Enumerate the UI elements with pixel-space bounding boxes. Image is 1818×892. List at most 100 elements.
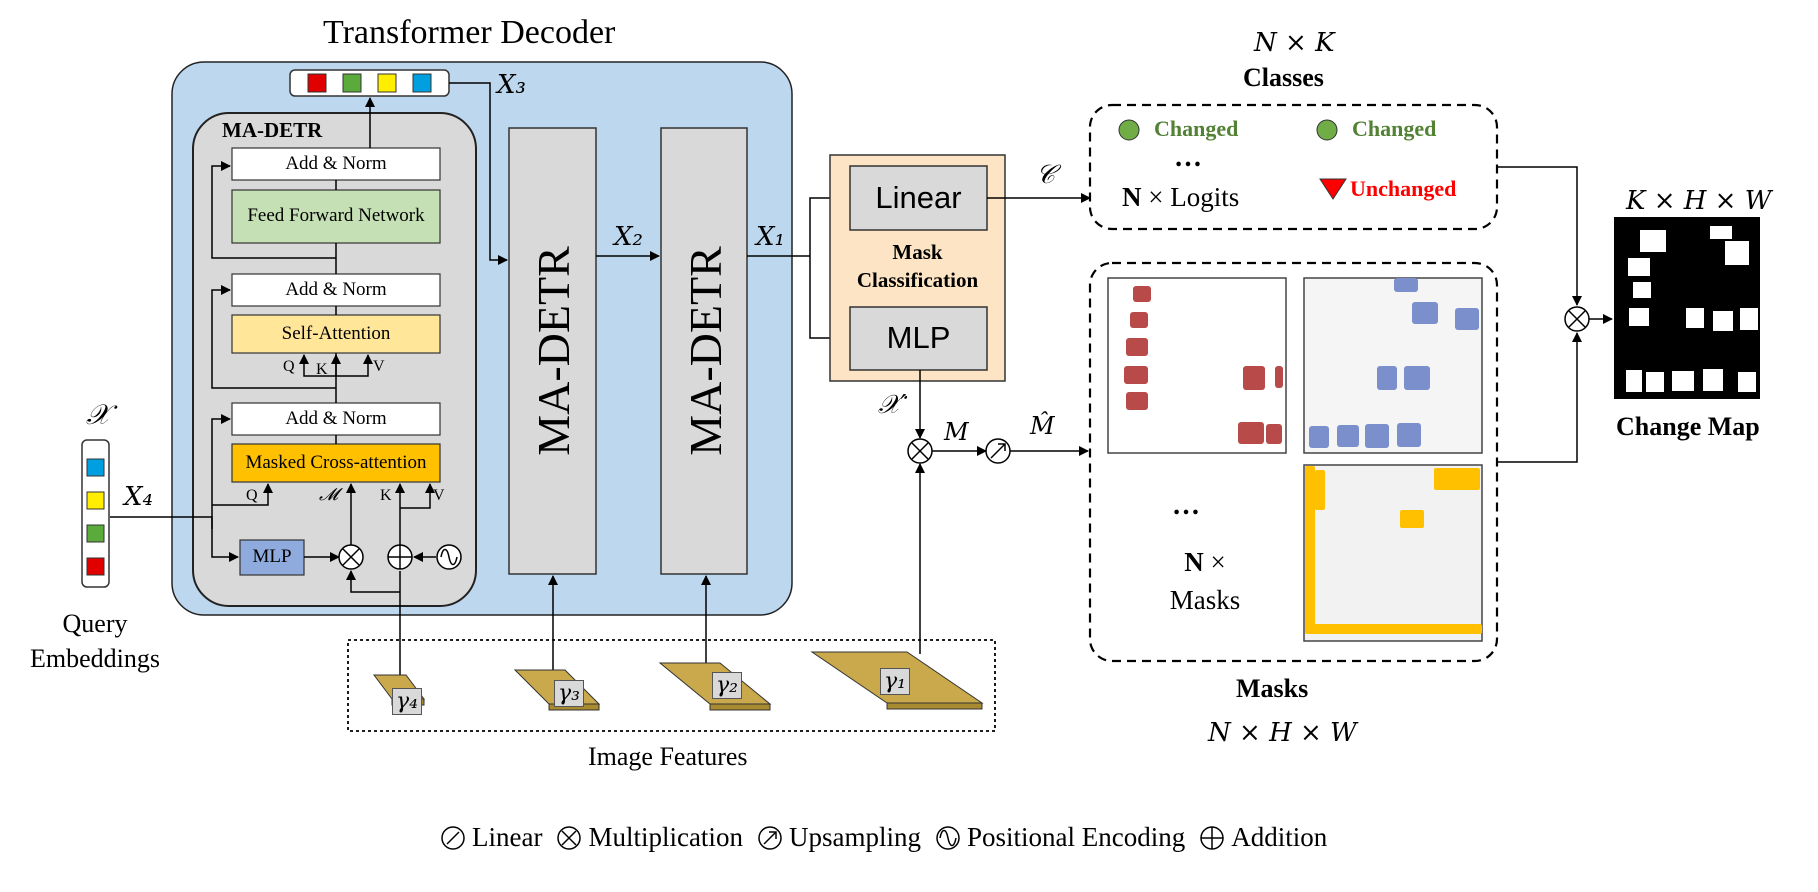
- legend-upsampling: Upsampling: [757, 822, 921, 853]
- mask-blue-shape-8: [1397, 423, 1421, 447]
- mask-blue-shape-2: [1455, 308, 1479, 330]
- change-map-block-7: [1686, 308, 1704, 328]
- mask-red-shape-5: [1243, 366, 1265, 390]
- masks-dims: N × H × W: [1208, 718, 1357, 748]
- top-token-3: [412, 73, 432, 93]
- addition-icon: [1200, 825, 1224, 850]
- top-token-0: [307, 73, 327, 93]
- change-map-block-12: [1646, 372, 1664, 392]
- top-token-1: [342, 73, 362, 93]
- mask-red-shape-8: [1266, 424, 1282, 444]
- mask-red-shape-2: [1126, 338, 1148, 356]
- mask-yellow-shape-3: [1434, 468, 1480, 490]
- madetr-inner-container: [192, 112, 477, 607]
- m-label: M: [944, 418, 969, 446]
- unchanged-icon: [1319, 178, 1347, 200]
- change-map-block-9: [1740, 308, 1758, 330]
- ffn-label: Feed Forward Network: [247, 205, 425, 227]
- mask-blue-shape-0: [1394, 278, 1418, 292]
- legend: Linear Multiplication Upsampling Positio…: [440, 822, 1520, 853]
- mask-blue-shape-5: [1309, 426, 1329, 448]
- change-map-block-5: [1633, 282, 1651, 298]
- gamma-1-label: γ₁: [880, 668, 910, 695]
- mask-red-shape-7: [1238, 422, 1264, 444]
- x-prime-label: 𝒳′: [878, 390, 907, 420]
- add-norm-top-label: Add & Norm: [285, 152, 387, 174]
- legend-linear: Linear: [440, 822, 542, 853]
- madetr-block-2: [660, 127, 748, 575]
- self-attention-label: Self-Attention: [281, 322, 391, 344]
- mask-red-shape-3: [1124, 366, 1148, 384]
- image-features-box: [347, 639, 996, 732]
- linear-label: Linear: [875, 179, 962, 215]
- mask-red-shape-0: [1133, 286, 1151, 302]
- masks-times: ×: [1210, 547, 1226, 577]
- change-map-block-2: [1725, 241, 1749, 265]
- decoder-title: Transformer Decoder: [323, 14, 616, 51]
- x2-label: X₂: [614, 222, 643, 252]
- changed-label-1: Changed: [1154, 116, 1239, 141]
- masks-count-label: N × Masks: [1140, 543, 1270, 619]
- cross-attention-label: Masked Cross-attention: [245, 451, 427, 473]
- k-upper-label: K: [316, 361, 328, 378]
- logits-text: × Logits: [1148, 182, 1240, 212]
- change-map-label: Change Map: [1616, 412, 1760, 441]
- classes-dims: N × K: [1254, 28, 1335, 58]
- legend-positional-encoding-label: Positional Encoding: [966, 822, 1186, 852]
- changed-icon-2: [1316, 119, 1338, 141]
- positional-encoding-icon: [936, 825, 960, 850]
- c-label: 𝒞: [1036, 160, 1055, 190]
- masks-n: N: [1184, 547, 1204, 577]
- change-map-block-1: [1710, 226, 1732, 239]
- logits-n: N: [1122, 182, 1142, 212]
- ffn-box: [231, 189, 441, 244]
- x4-label: X₄: [124, 482, 153, 512]
- change-map-block-13: [1672, 371, 1694, 391]
- madetr-block-1: [508, 127, 597, 575]
- mask-blue-shape-7: [1365, 424, 1389, 448]
- change-map-block-10: [1762, 310, 1784, 330]
- classes-title: Classes: [1243, 63, 1324, 92]
- masks-title: Masks: [1236, 674, 1309, 703]
- legend-upsampling-label: Upsampling: [788, 822, 921, 852]
- mask-classification-line-1: Mask: [892, 240, 943, 264]
- add-norm-low-box: [231, 402, 441, 436]
- mask-yellow-shape-2: [1315, 470, 1325, 510]
- change-map-block-0: [1640, 230, 1666, 252]
- change-map-block-11: [1626, 370, 1642, 392]
- mask-yellow-shape-4: [1400, 510, 1424, 528]
- legend-multiplication: Multiplication: [556, 822, 743, 853]
- query-token-0: [86, 458, 105, 477]
- query-token-1: [86, 491, 105, 510]
- query-label-line-2: Embeddings: [30, 644, 160, 673]
- change-map-block-6: [1629, 308, 1649, 326]
- change-map-block-15: [1738, 372, 1756, 392]
- mask-blue-shape-4: [1404, 366, 1430, 390]
- mask-red-shape-1: [1130, 312, 1148, 328]
- change-map-block-3: [1775, 250, 1795, 276]
- classes-dots: …: [1174, 142, 1202, 173]
- change-map-dims: K × H × W: [1626, 186, 1772, 216]
- mask-mlp-label: MLP: [886, 320, 951, 356]
- linear-icon: [441, 825, 465, 850]
- madetr-inner-title: MA-DETR: [222, 118, 323, 142]
- madetr-block-1-label: MA-DETR: [528, 246, 579, 456]
- x3-label: X₃: [497, 70, 526, 100]
- query-embeddings-column: [81, 439, 110, 588]
- x1-label: X₁: [756, 222, 785, 252]
- change-map-block-14: [1703, 369, 1723, 391]
- mask-blue-shape-3: [1377, 366, 1397, 390]
- legend-linear-label: Linear: [472, 822, 543, 852]
- q-lower-label: Q: [246, 487, 258, 504]
- add-norm-mid-label: Add & Norm: [285, 278, 387, 300]
- changed-icon-1: [1118, 119, 1140, 141]
- query-embeddings-label: Query Embeddings: [20, 606, 170, 676]
- query-token-3: [86, 557, 105, 576]
- legend-positional-encoding: Positional Encoding: [935, 822, 1185, 853]
- mask-blue-shape-1: [1412, 302, 1438, 324]
- v-upper-label: V: [373, 358, 385, 375]
- gamma-4-label: γ₄: [392, 688, 422, 715]
- gamma-2-label: γ₂: [712, 672, 742, 699]
